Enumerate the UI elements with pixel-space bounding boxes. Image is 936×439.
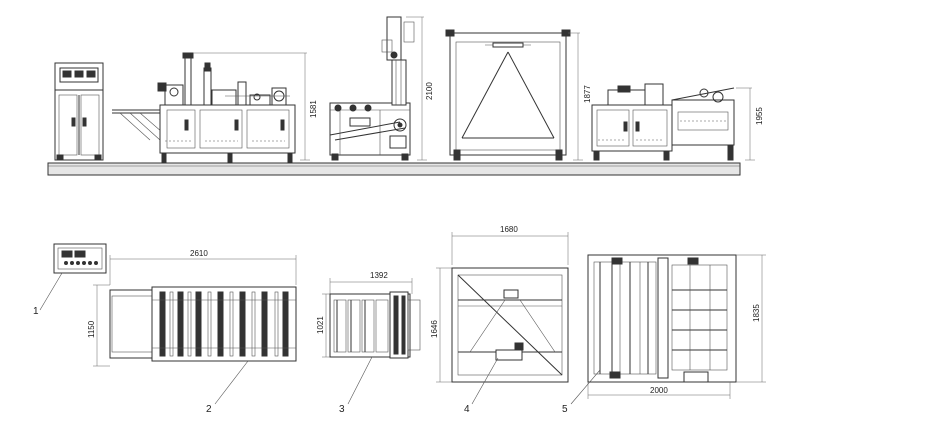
m5-depth-dim: 1835 [752, 304, 761, 322]
m3-width-dim: 1392 [370, 271, 388, 280]
machine-2-plan: 2610 1150 2 [87, 249, 297, 415]
m2-width-dim: 2610 [190, 249, 208, 258]
machine-3-plan: 1392 1021 3 [316, 271, 421, 415]
callout-5: 5 [562, 404, 568, 415]
callout-4: 4 [464, 404, 470, 415]
control-cabinet-elevation [54, 62, 104, 161]
plan-view: 1 2610 1150 [33, 225, 766, 415]
elevation-view: 1581 [47, 16, 764, 176]
m3-height-dim: 2100 [425, 82, 434, 100]
m2-depth-dim: 1150 [87, 320, 96, 338]
m4-width-dim: 1680 [500, 225, 518, 234]
callout-3: 3 [339, 404, 345, 415]
machine-2-elevation: 1581 [112, 52, 318, 163]
machine-5-elevation: 1955 [591, 83, 764, 161]
m4-depth-dim: 1646 [430, 320, 439, 338]
control-panel-plan: 1 [33, 243, 107, 317]
m5-width-dim: 2000 [650, 386, 668, 395]
m5-height-dim: 1955 [755, 107, 764, 125]
machine-5-plan: 2000 1835 5 [562, 254, 766, 415]
m4-height-dim: 1877 [583, 85, 592, 103]
machine-4-plan: 1680 1646 4 [430, 225, 569, 415]
machine-4-elevation: 1877 [445, 29, 592, 161]
floor-base [47, 162, 741, 176]
callout-2: 2 [206, 404, 212, 415]
machine-3-elevation: 2100 [329, 16, 434, 161]
m2-height-dim: 1581 [309, 100, 318, 118]
m3-depth-dim: 1021 [316, 316, 325, 334]
callout-1: 1 [33, 306, 39, 317]
